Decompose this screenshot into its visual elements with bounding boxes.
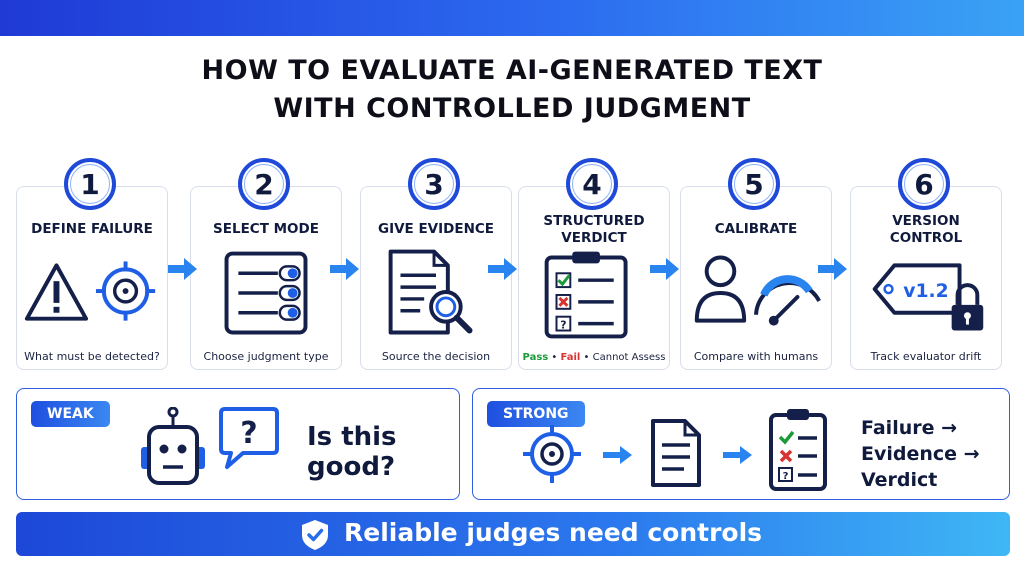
step-label: STRUCTURED VERDICT (519, 213, 669, 247)
document-magnifier-icon (388, 249, 473, 335)
step-number-5: 5 (728, 158, 780, 210)
step-label-line-2: CONTROL (889, 230, 963, 246)
title-line-1: HOW TO EVALUATE AI-GENERATED TEXT (201, 55, 823, 86)
step-label: SELECT MODE (213, 221, 319, 237)
strong-panel: STRONG ? Failure → Evidence → Verdict (472, 388, 1010, 500)
checklist-icon: ? (769, 409, 827, 491)
page-title: HOW TO EVALUATE AI-GENERATED TEXT WITH C… (0, 52, 1024, 128)
arrow-right-icon (488, 258, 517, 280)
weak-question: Is this good? (307, 422, 397, 482)
step-label-line-1: STRUCTURED (543, 213, 645, 229)
step-label: VERSION CONTROL (851, 213, 1001, 247)
step-card-calibrate: CALIBRATE Compare with humans (680, 186, 832, 370)
step-number-3: 3 (408, 158, 460, 210)
flow-verdict: Verdict (861, 469, 938, 491)
arrow-right-icon (818, 258, 847, 280)
svg-text:?: ? (560, 319, 566, 332)
step-caption: What must be detected? (24, 350, 160, 363)
toggle-list-icon (224, 251, 308, 335)
arrow-right-icon (650, 258, 679, 280)
step-caption: Compare with humans (693, 350, 819, 363)
robot-icon (141, 407, 205, 485)
arrow-right-icon (603, 446, 632, 464)
step-number-6: 6 (898, 158, 950, 210)
strong-badge: STRONG (487, 401, 585, 427)
step-number-4: 4 (566, 158, 618, 210)
target-icon (523, 425, 581, 483)
version-text: v1.2 (903, 281, 948, 302)
step-card-define-failure: DEFINE FAILURE What must be detected? (16, 186, 168, 370)
step-label: DEFINE FAILURE (31, 221, 153, 237)
step-number-1: 1 (64, 158, 116, 210)
arrow-right-icon (330, 258, 359, 280)
version-tag-lock-icon: v1.2 (872, 263, 984, 331)
arrow-right-icon (723, 446, 752, 464)
arrow-right-icon (168, 258, 197, 280)
footer-text: Reliable judges need controls (344, 518, 763, 547)
step-number-2: 2 (238, 158, 290, 210)
flow-failure: Failure → (861, 417, 958, 439)
checklist-clipboard-icon: ? (544, 251, 628, 339)
question-bubble-icon: ? (219, 407, 279, 469)
step-card-structured-verdict: STRUCTURED VERDICT ? Pass • Fail • Canno… (518, 186, 670, 370)
step-caption: Source the decision (381, 350, 491, 363)
step-caption: Track evaluator drift (870, 350, 982, 363)
step-caption: Choose judgment type (203, 350, 329, 363)
title-line-2: WITH CONTROLLED JUDGMENT (273, 93, 751, 124)
step-label: CALIBRATE (714, 221, 798, 237)
top-banner (0, 0, 1024, 36)
document-icon (651, 419, 701, 487)
step-label: GIVE EVIDENCE (377, 221, 495, 237)
shield-check-icon (302, 520, 328, 550)
step-card-version-control: VERSION CONTROL v1.2 Track evaluator dri… (850, 186, 1002, 370)
warning-target-icon (24, 261, 156, 321)
caption-pass: Pass (522, 352, 549, 363)
svg-text:?: ? (783, 471, 789, 482)
caption-cannot-assess: Cannot Assess (592, 352, 666, 363)
person-gauge-icon (694, 255, 821, 326)
caption-fail: Fail (560, 352, 581, 363)
svg-text:?: ? (240, 416, 257, 451)
step-card-select-mode: SELECT MODE Choose judgment type (190, 186, 342, 370)
step-caption-verdicts: Pass • Fail • Cannot Assess (522, 352, 666, 363)
step-label-line-2: VERDICT (561, 230, 627, 246)
weak-badge: WEAK (31, 401, 110, 427)
weak-panel: WEAK ? Is this good? (16, 388, 460, 500)
step-label-line-1: VERSION (892, 213, 960, 229)
step-card-give-evidence: GIVE EVIDENCE Source the decision (360, 186, 512, 370)
footer-banner: Reliable judges need controls (16, 512, 1010, 556)
flow-evidence: Evidence → (861, 443, 980, 465)
